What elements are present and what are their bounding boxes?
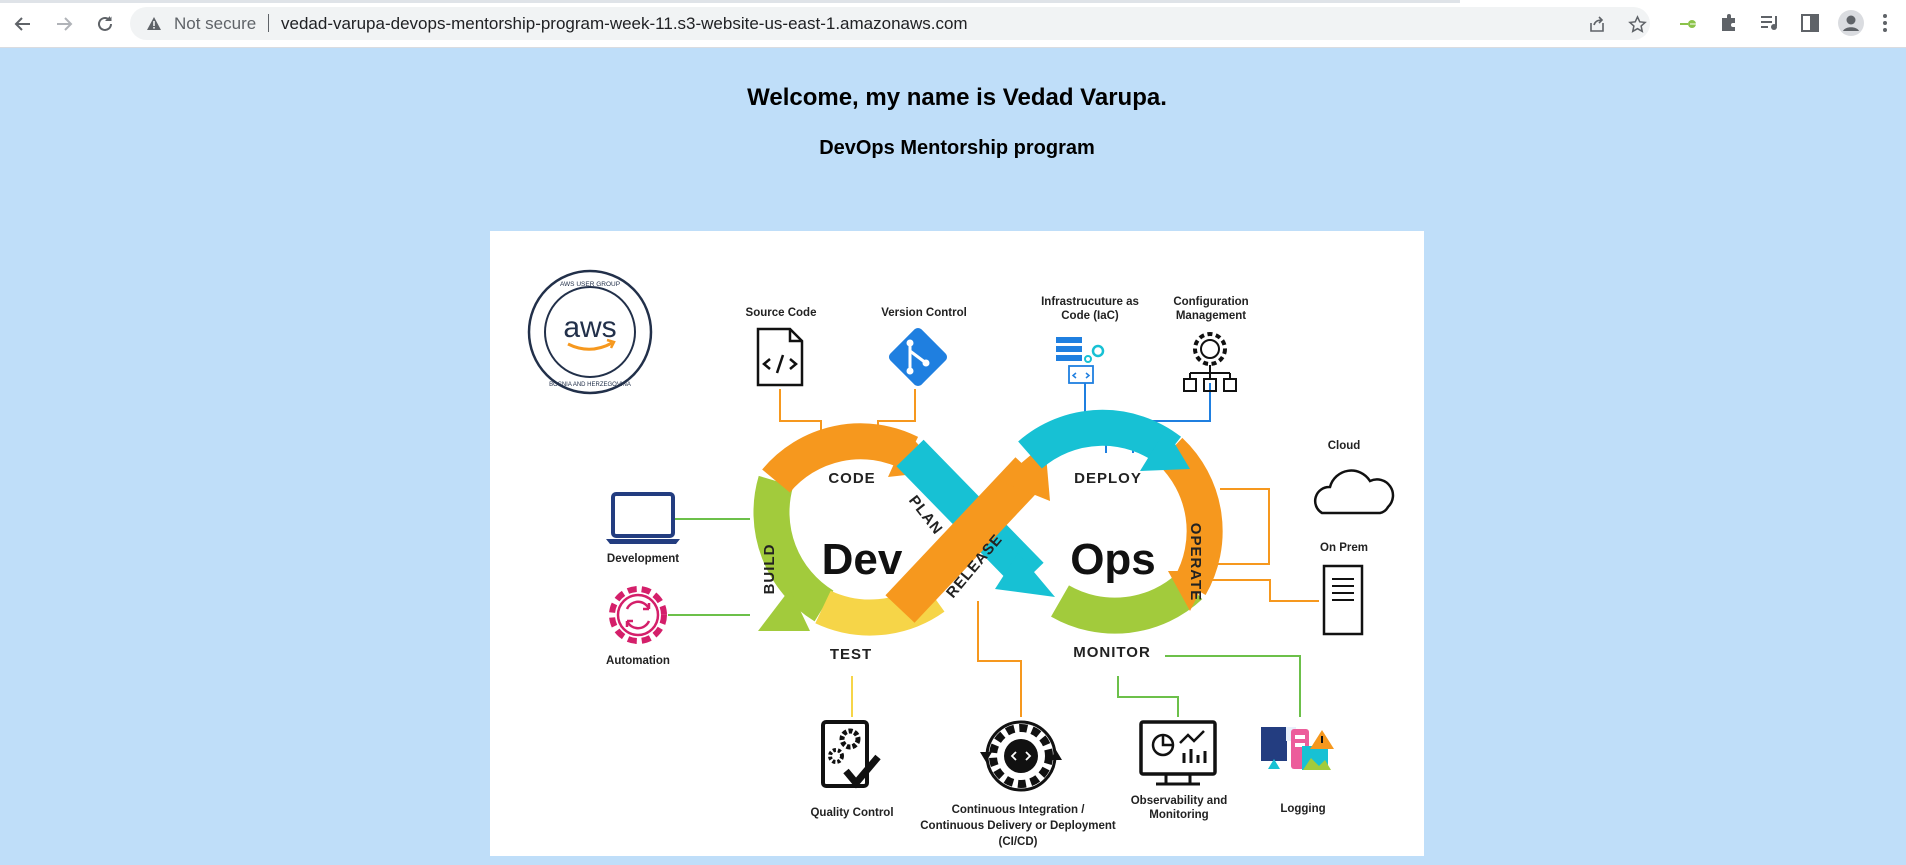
segment-deploy: DEPLOY bbox=[1074, 470, 1142, 487]
devops-infinity-loop bbox=[753, 409, 1223, 636]
loading-bar bbox=[0, 0, 1460, 3]
page-subtitle: DevOps Mentorship program bbox=[819, 137, 1095, 159]
source-code-icon bbox=[756, 327, 804, 387]
segment-build: BUILD bbox=[761, 544, 778, 595]
logo-ring-bottom: BOSNIA AND HERZEGOVINA bbox=[549, 382, 631, 388]
label-quality-control: Quality Control bbox=[810, 807, 893, 819]
laptop-icon bbox=[606, 492, 680, 544]
label-source-code: Source Code bbox=[746, 307, 817, 319]
label-observability-line1: Observability and bbox=[1131, 795, 1228, 807]
devops-diagram-image: AWS USER GROUP BOSNIA AND HERZEGOVINA aw… bbox=[490, 231, 1424, 856]
reload-button[interactable] bbox=[89, 8, 121, 40]
devops-infinity-diagram: AWS USER GROUP BOSNIA AND HERZEGOVINA aw… bbox=[527, 269, 1395, 848]
url-text[interactable]: vedad-varupa-devops-mentorship-program-w… bbox=[281, 14, 968, 33]
omnibox-divider bbox=[268, 12, 269, 34]
cloud-icon bbox=[1313, 469, 1395, 515]
profile-avatar-icon[interactable] bbox=[1838, 10, 1864, 36]
ops-label: Ops bbox=[1070, 535, 1156, 584]
label-config-line1: Configuration bbox=[1173, 296, 1248, 308]
menu-kebab-icon[interactable] bbox=[1880, 12, 1890, 34]
aws-user-group-logo: AWS USER GROUP BOSNIA AND HERZEGOVINA aw… bbox=[527, 269, 653, 395]
label-iac-line2: Code (IaC) bbox=[1061, 310, 1119, 322]
label-automation: Automation bbox=[606, 655, 670, 667]
back-button[interactable] bbox=[7, 8, 39, 40]
reload-icon bbox=[98, 16, 112, 31]
label-observability-line2: Monitoring bbox=[1149, 809, 1208, 821]
segment-test: TEST bbox=[830, 646, 872, 663]
back-arrow-icon bbox=[14, 17, 30, 31]
configuration-management-icon bbox=[1183, 332, 1237, 392]
forward-button[interactable] bbox=[48, 8, 80, 40]
page-title: Welcome, my name is Vedad Varupa. bbox=[747, 84, 1167, 111]
media-controls-icon[interactable] bbox=[1759, 12, 1781, 34]
cicd-gear-icon bbox=[980, 720, 1062, 792]
browser-toolbar: Not secure vedad-varupa-devops-mentorshi… bbox=[0, 0, 1906, 48]
label-logging: Logging bbox=[1280, 803, 1325, 815]
dev-label: Dev bbox=[822, 535, 903, 584]
label-cloud: Cloud bbox=[1328, 440, 1361, 452]
label-cicd-line1: Continuous Integration / bbox=[952, 804, 1086, 816]
server-icon bbox=[1322, 564, 1364, 636]
forward-arrow-icon bbox=[57, 17, 73, 31]
segment-code: CODE bbox=[828, 470, 875, 487]
segment-operate: OPERATE bbox=[1187, 523, 1204, 601]
label-iac-line1: Infrastrucuture as bbox=[1041, 296, 1139, 308]
observability-monitor-icon bbox=[1139, 720, 1217, 786]
extension-leaf-icon[interactable] bbox=[1678, 12, 1700, 34]
label-version-control: Version Control bbox=[881, 307, 967, 319]
label-on-prem: On Prem bbox=[1320, 542, 1368, 554]
share-icon[interactable] bbox=[1588, 15, 1606, 33]
logging-icon bbox=[1261, 727, 1334, 770]
bookmark-star-icon[interactable] bbox=[1628, 15, 1647, 34]
address-bar[interactable]: Not secure vedad-varupa-devops-mentorshi… bbox=[130, 7, 1650, 40]
label-cicd-line3: (CI/CD) bbox=[999, 836, 1038, 848]
label-development: Development bbox=[607, 553, 679, 565]
segment-monitor: MONITOR bbox=[1073, 644, 1151, 661]
logo-ring-top: AWS USER GROUP bbox=[560, 281, 620, 288]
automation-gear-icon bbox=[609, 586, 667, 644]
label-config-line2: Management bbox=[1176, 310, 1246, 322]
logo-aws-text: aws bbox=[563, 311, 616, 344]
quality-control-icon bbox=[821, 720, 881, 789]
extensions-puzzle-icon[interactable] bbox=[1718, 12, 1740, 34]
git-icon bbox=[888, 327, 948, 387]
infrastructure-as-code-icon bbox=[1056, 337, 1105, 384]
security-status[interactable]: Not secure bbox=[174, 14, 257, 33]
warning-icon[interactable] bbox=[146, 16, 162, 31]
label-cicd-line2: Continuous Delivery or Deployment bbox=[920, 820, 1116, 832]
side-panel-icon[interactable] bbox=[1799, 12, 1821, 34]
